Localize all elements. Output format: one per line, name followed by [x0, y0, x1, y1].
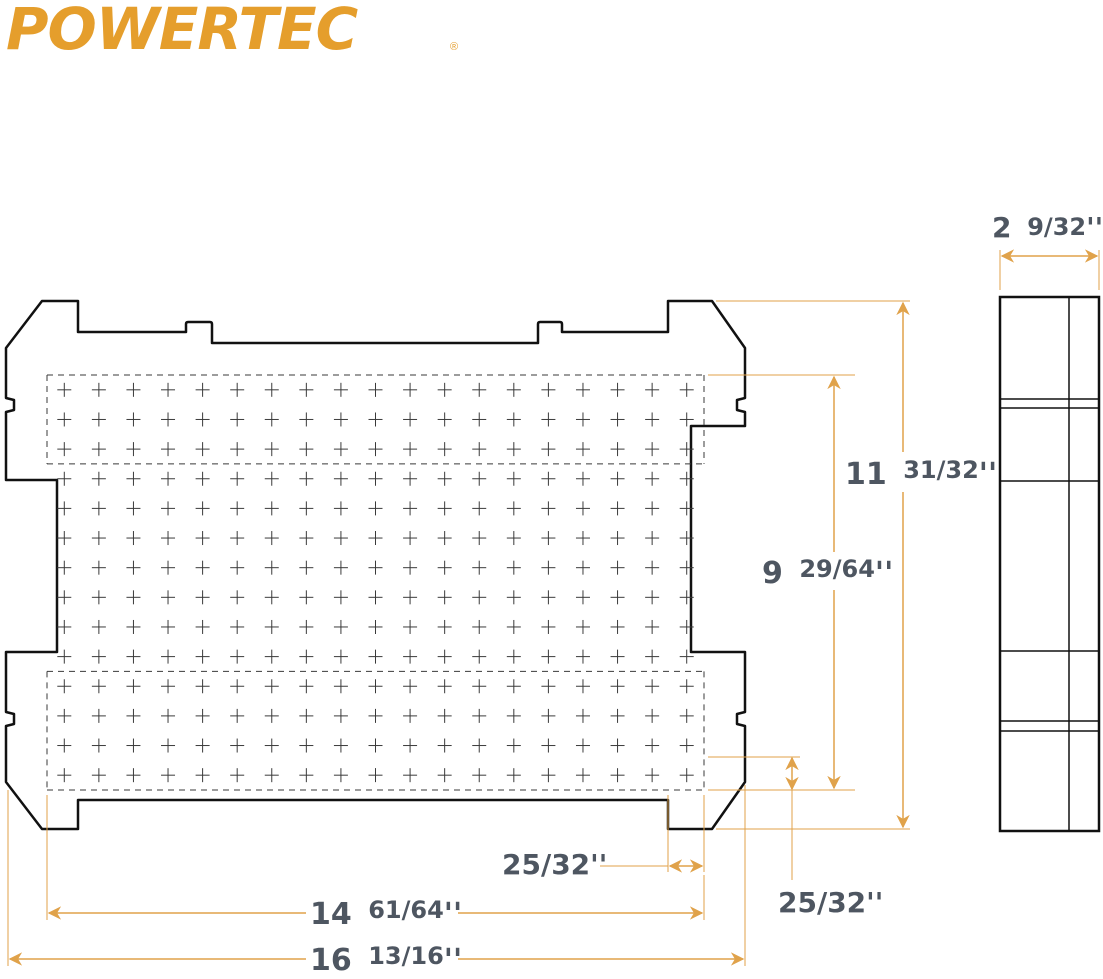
logo-text: POWERTEC — [6, 0, 358, 63]
grid-height-unit: '' — [875, 556, 893, 591]
total-height-label: 11 31/32'' — [845, 456, 997, 492]
margin-x-fraction: 25/32 — [502, 848, 590, 881]
total-height-fraction: 31/32 — [903, 456, 979, 484]
margin-x-label: 25/32'' — [502, 848, 607, 881]
grid-width-label: 14 61/64'' — [310, 896, 462, 932]
margin-y-label: 25/32'' — [778, 886, 883, 919]
grid-width-whole: 14 — [310, 897, 352, 932]
thickness-unit: '' — [1086, 211, 1103, 244]
thickness-whole: 2 — [992, 211, 1011, 244]
tray-outline — [4, 299, 747, 831]
grid-height-fraction: 29/64 — [799, 555, 875, 583]
side-view-outline — [998, 295, 1101, 833]
margin-y-fraction: 25/32 — [778, 886, 866, 919]
total-width-fraction: 13/16 — [368, 942, 444, 970]
powertec-logo: POWERTEC ® — [6, 0, 458, 63]
total-width-unit: '' — [444, 943, 462, 978]
thickness-label: 2 9/32'' — [992, 211, 1103, 244]
grid-height-whole: 9 — [762, 556, 783, 591]
total-width-label: 16 13/16'' — [310, 942, 462, 978]
cross-grid-pattern — [46, 374, 705, 791]
total-height-whole: 11 — [845, 457, 887, 492]
label-backdrop — [760, 552, 884, 590]
label-backdrop — [306, 893, 458, 933]
dimension-total-width: 16 13/16'' — [7, 785, 746, 979]
tray-side-view — [998, 295, 1101, 833]
thickness-fraction: 9/32 — [1027, 213, 1086, 241]
dimension-grid-height: 9 29/64'' — [708, 374, 893, 791]
dimension-thickness: 2 9/32'' — [992, 211, 1103, 290]
total-width-whole: 16 — [310, 943, 352, 978]
label-backdrop — [306, 940, 458, 979]
margin-x-unit: '' — [590, 848, 607, 881]
dimension-margin-y: 25/32'' — [708, 756, 883, 919]
registered-mark: ® — [450, 41, 458, 53]
label-backdrop — [842, 452, 976, 492]
dimension-grid-width: 14 61/64'' — [46, 795, 705, 933]
dimension-margin-x: 25/32'' — [502, 795, 705, 881]
margin-y-unit: '' — [866, 886, 883, 919]
grid-width-unit: '' — [444, 897, 462, 932]
dimension-total-height: 11 31/32'' — [716, 300, 997, 830]
total-height-unit: '' — [979, 457, 997, 492]
grid-width-fraction: 61/64 — [368, 896, 444, 924]
grid-height-label: 9 29/64'' — [762, 555, 893, 591]
